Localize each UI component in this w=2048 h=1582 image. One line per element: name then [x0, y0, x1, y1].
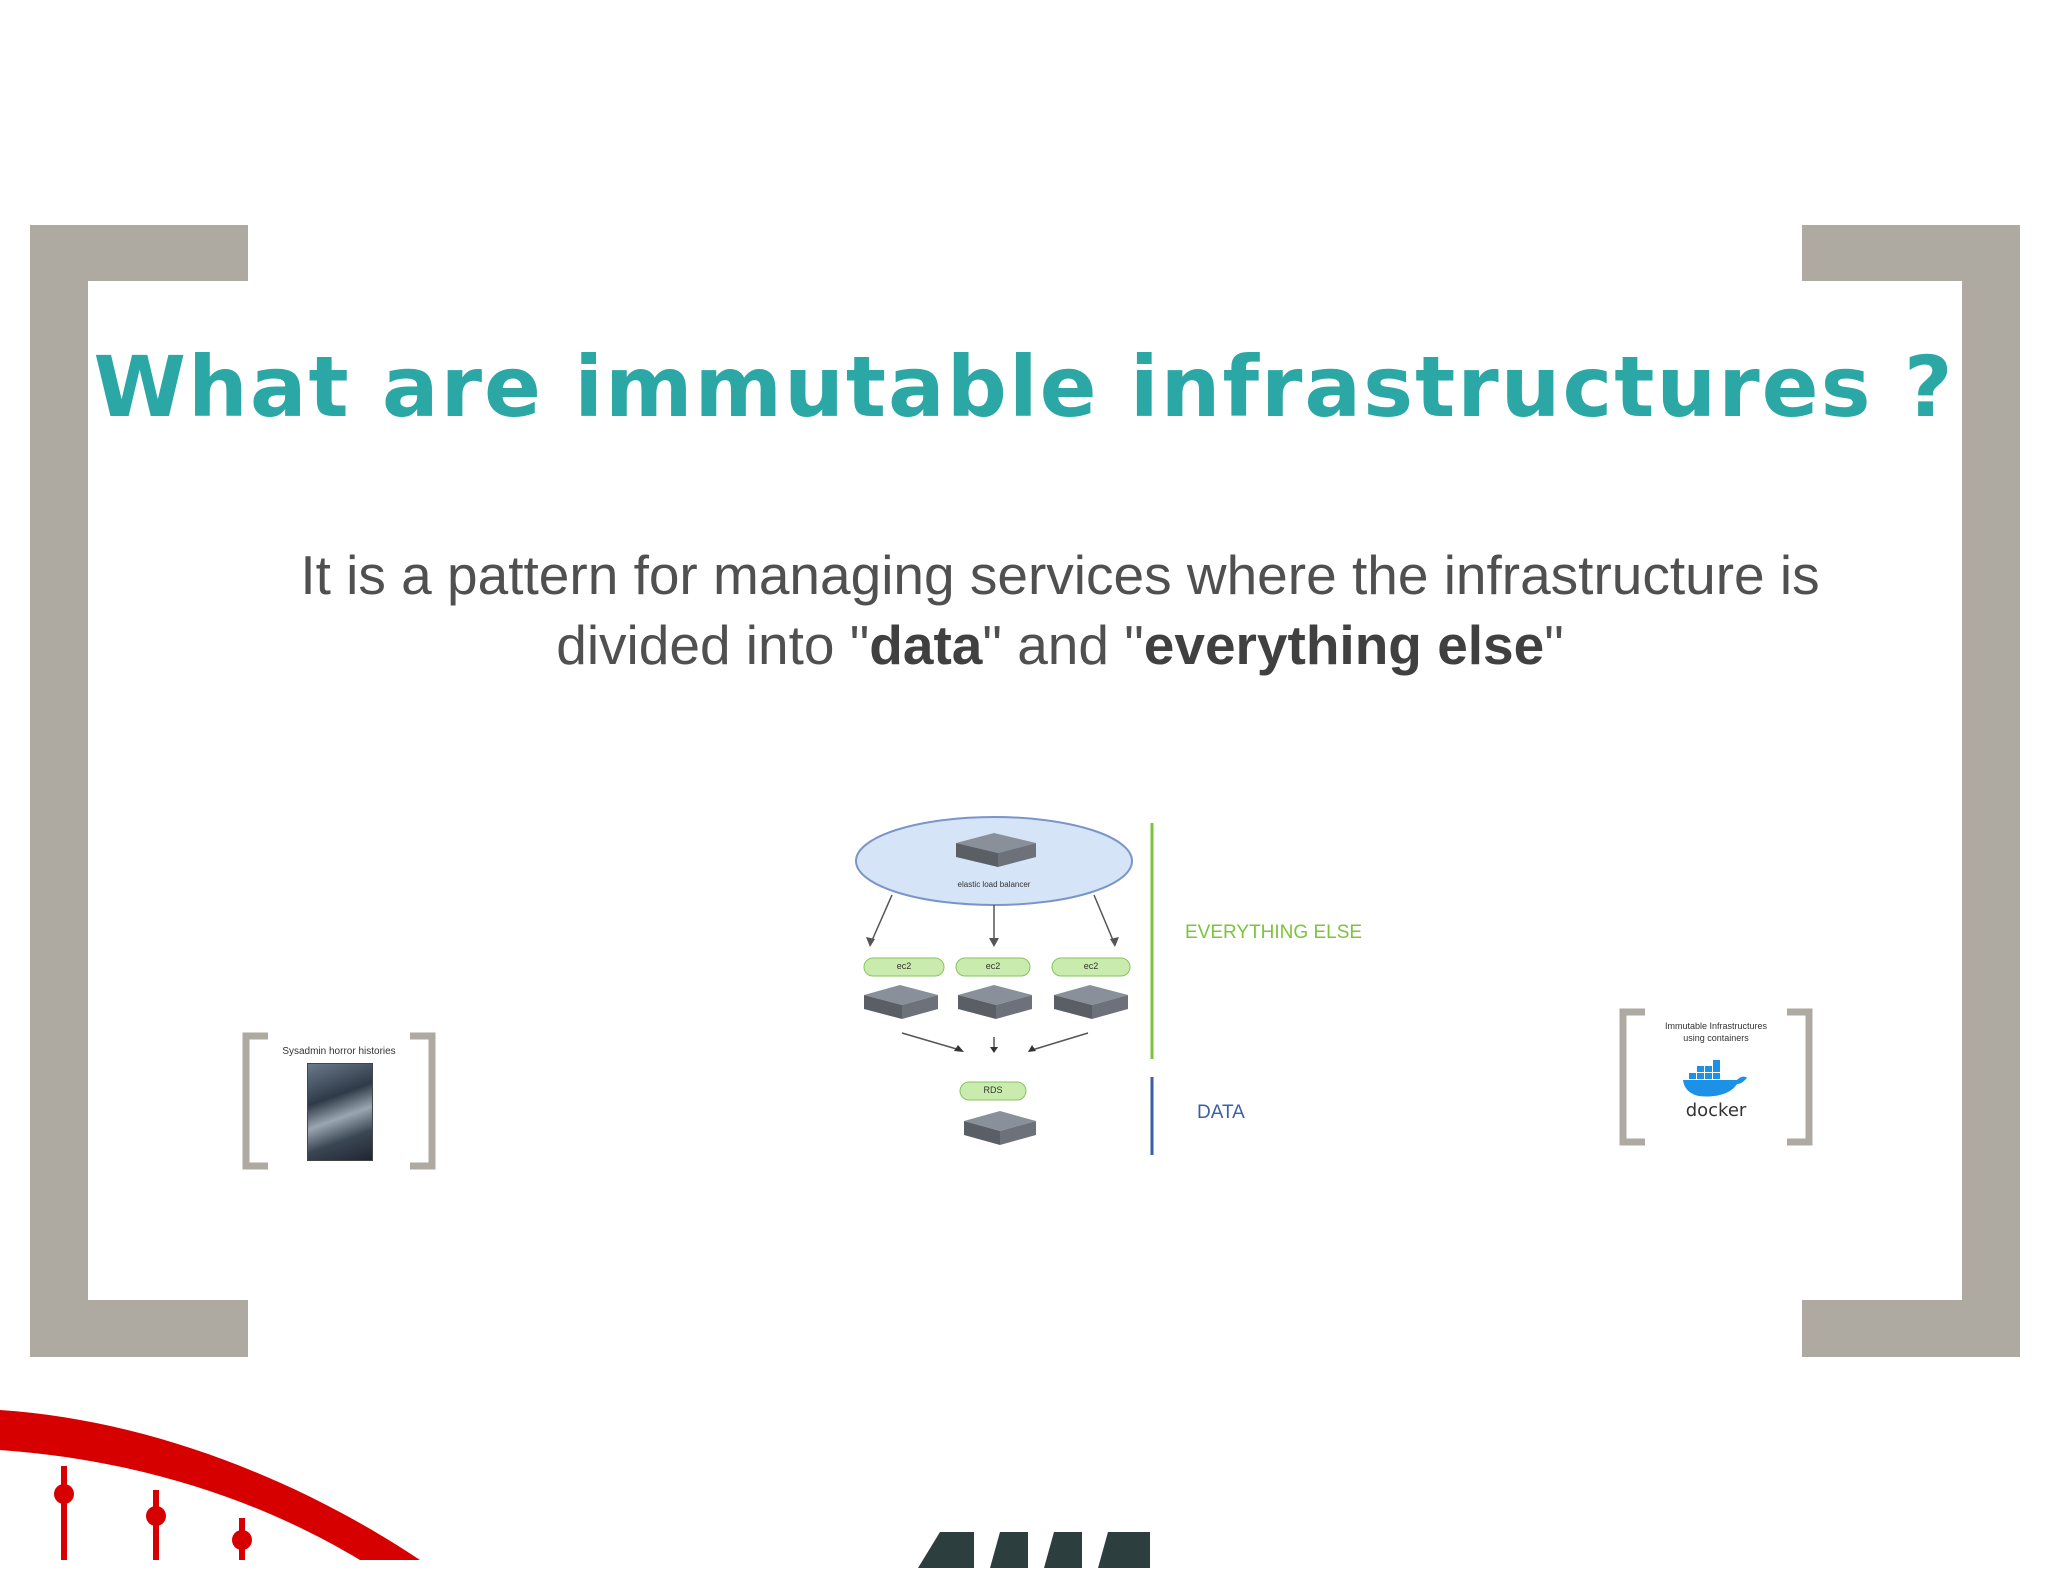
subtitle-line-1: It is a pattern for managing services wh…	[300, 544, 1820, 606]
docker-frame[interactable]: Immutable Infrastructures using containe…	[1617, 1008, 1815, 1146]
docker-logo-text: docker	[1685, 1100, 1747, 1121]
right-bracket-bottom	[1802, 1300, 2020, 1357]
sysadmin-horror-caption: Sysadmin horror histories	[282, 1046, 396, 1057]
slide-title: What are immutable infrastructures ?	[93, 338, 1955, 436]
sysadmin-horror-frame[interactable]: Sysadmin horror histories	[240, 1032, 438, 1170]
ec2-label-2: ec2	[985, 961, 1001, 971]
brand-footer-logo	[918, 1532, 1150, 1568]
elb-server-icon	[956, 833, 1036, 867]
subtitle-text-c: " and "	[982, 614, 1144, 676]
left-bracket-top	[30, 225, 248, 281]
elb-arrowheads	[866, 937, 1119, 947]
docker-caption-line-1: Immutable Infrastructures	[1664, 1021, 1768, 1031]
subtitle-text-a: divided into "	[556, 614, 870, 676]
subtitle-everything-else-word: everything else	[1143, 614, 1545, 676]
docker-whale-icon	[1683, 1060, 1747, 1097]
architecture-diagram[interactable]: elastic load balancer ec2 ec2 ec2 RDS EV…	[840, 805, 1400, 1165]
elb-label: elastic load balancer	[957, 880, 1031, 889]
ec2-label-1: ec2	[896, 961, 912, 971]
ec2-servers	[864, 985, 1128, 1019]
small-bracket-right	[1619, 1008, 1813, 1146]
ec2-pills	[863, 957, 1131, 977]
docker-caption-line-2: using containers	[1683, 1033, 1749, 1043]
left-bracket-vertical	[30, 225, 88, 1357]
subtitle-data-word: data	[869, 614, 983, 676]
subtitle-line-2: divided into "data" and "everything else…	[250, 610, 1870, 680]
rds-pill	[959, 1081, 1027, 1101]
architecture-diagram-svg	[855, 816, 1154, 1155]
right-bracket-vertical	[1962, 225, 2020, 1357]
data-label: DATA	[1197, 1102, 1245, 1123]
everything-else-label: EVERYTHING ELSE	[1185, 922, 1363, 943]
rds-arrowheads	[954, 1045, 1036, 1053]
slide-subtitle: It is a pattern for managing services wh…	[250, 540, 1870, 680]
small-bracket-left	[242, 1032, 436, 1170]
subtitle-text-e: "	[1544, 614, 1564, 676]
rds-server-icon	[964, 1111, 1036, 1145]
sysadmin-horror-image	[307, 1063, 373, 1161]
left-bracket-bottom	[30, 1300, 248, 1357]
ec2-label-3: ec2	[1083, 961, 1099, 971]
right-bracket-top	[1802, 225, 2020, 281]
brand-arc-logo	[0, 1410, 420, 1560]
rds-label: RDS	[983, 1085, 1003, 1095]
